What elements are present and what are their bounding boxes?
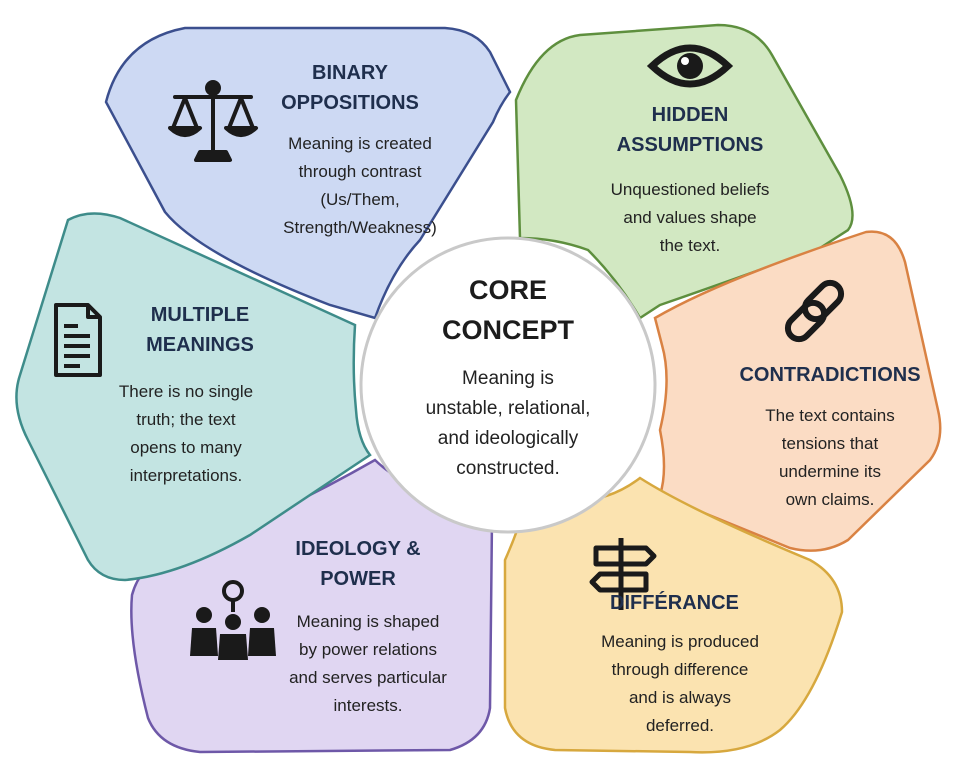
core-concept-body: Meaning is unstable, relational, and ide… <box>425 368 591 479</box>
core-concept-title: CORE CONCEPT <box>441 275 574 345</box>
signpost-icon <box>589 538 657 610</box>
binary-oppositions-block: BINARY OPPOSITIONS <box>255 58 445 118</box>
group-network-icon <box>190 580 276 660</box>
ideology-power-title-block: IDEOLOGY & POWER <box>278 534 438 594</box>
core-concept-block: CORE CONCEPT Meaning is unstable, relati… <box>388 270 628 484</box>
core-circle <box>359 236 657 534</box>
segment-contradictions <box>653 230 942 552</box>
hidden-assumptions-block: HIDDEN ASSUMPTIONS Unquestioned beliefs … <box>590 100 790 260</box>
eye-icon <box>646 44 734 88</box>
differance-title: DIFFÉRANCE <box>610 592 739 614</box>
hidden-assumptions-title: HIDDEN ASSUMPTIONS <box>616 104 764 156</box>
segment-multiple-meanings <box>15 212 372 582</box>
differance-title-block: DIFFÉRANCE <box>610 588 780 618</box>
multiple-meanings-body-block: There is no single truth; the text opens… <box>88 378 284 490</box>
scales-icon <box>168 80 258 162</box>
ideology-power-body-block: Meaning is shaped by power relations and… <box>258 608 478 720</box>
binary-oppositions-body: Meaning is created through contrast (Us/… <box>283 134 437 237</box>
binary-oppositions-title: BINARY OPPOSITIONS <box>281 62 419 114</box>
multiple-meanings-title-block: MULTIPLE MEANINGS <box>120 300 280 360</box>
segment-binary-oppositions <box>104 26 512 320</box>
multiple-meanings-title: MULTIPLE MEANINGS <box>146 304 254 356</box>
hidden-assumptions-body: Unquestioned beliefs and values shape th… <box>610 180 770 255</box>
differance-body-block: Meaning is produced through difference a… <box>570 628 790 740</box>
ideology-power-title: IDEOLOGY & POWER <box>295 538 421 590</box>
differance-body: Meaning is produced through difference a… <box>601 632 759 735</box>
contradictions-block: CONTRADICTIONS The text contains tension… <box>720 360 940 514</box>
document-icon <box>54 303 102 377</box>
chain-link-icon <box>784 279 845 343</box>
ideology-power-body: Meaning is shaped by power relations and… <box>289 612 447 715</box>
contradictions-body: The text contains tensions that undermin… <box>765 406 895 509</box>
binary-oppositions-body-block: Meaning is created through contrast (Us/… <box>240 130 480 242</box>
contradictions-title: CONTRADICTIONS <box>739 364 921 386</box>
multiple-meanings-body: There is no single truth; the text opens… <box>118 382 254 485</box>
